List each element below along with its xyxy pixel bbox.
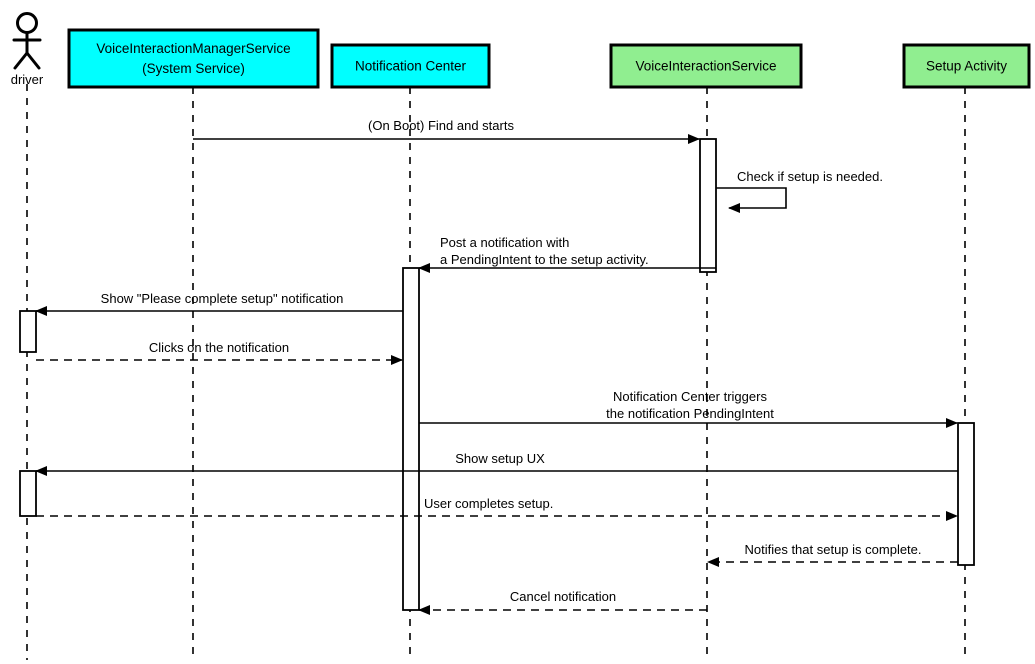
actor-stick-figure-icon <box>12 12 42 70</box>
message-label-msg-8: User completes setup. <box>424 496 553 511</box>
participant-box-vis[interactable] <box>609 43 803 89</box>
activation-bar-driver <box>19 470 37 517</box>
participant-label-notification_center: Notification Center <box>355 59 467 74</box>
message-label-msg-9: Notifies that setup is complete. <box>744 542 921 557</box>
participant-header-driver[interactable]: driver <box>11 12 44 88</box>
message-msg-6[interactable]: Notification Center triggers the notifica… <box>419 389 958 428</box>
participant-box-setup_activity[interactable] <box>902 43 1031 89</box>
participant-box-notification_center[interactable] <box>330 43 491 89</box>
participant-label-setup_activity: Setup Activity <box>926 59 1007 74</box>
message-msg-4[interactable]: Show "Please complete setup" notificatio… <box>35 291 403 316</box>
participant-box-vims[interactable] <box>67 28 320 89</box>
participant-header-setup_activity[interactable]: Setup Activity <box>902 43 1031 89</box>
message-label-msg-2: Check if setup is needed. <box>737 169 883 184</box>
activation-bar-driver <box>19 310 37 353</box>
message-msg-1[interactable]: (On Boot) Find and starts <box>193 118 700 144</box>
message-label-msg-7: Show setup UX <box>455 451 545 466</box>
message-msg-2[interactable]: Check if setup is needed. <box>716 169 883 213</box>
message-label-msg-6-line1: Notification Center triggers <box>613 389 767 404</box>
message-msg-7[interactable]: Show setup UX <box>35 451 958 476</box>
message-label-msg-3-line2: a PendingIntent to the setup activity. <box>440 252 649 267</box>
message-label-msg-1: (On Boot) Find and starts <box>368 118 514 133</box>
participant-label-vims-line2: (System Service) <box>142 61 245 76</box>
participant-header-vis[interactable]: VoiceInteractionService <box>609 43 803 89</box>
message-msg-8[interactable]: User completes setup. <box>36 496 958 521</box>
activation-bar-notification_center <box>402 267 420 611</box>
message-msg-9[interactable]: Notifies that setup is complete. <box>707 542 958 567</box>
message-msg-10[interactable]: Cancel notification <box>418 589 707 615</box>
message-label-msg-4: Show "Please complete setup" notificatio… <box>101 291 344 306</box>
activation-bar-setup_activity <box>957 422 975 566</box>
message-msg-3[interactable]: Post a notification with a PendingIntent … <box>418 235 716 273</box>
participant-label-vis: VoiceInteractionService <box>635 59 776 74</box>
activation-bars-layer <box>19 138 975 611</box>
participant-header-vims[interactable]: VoiceInteractionManagerService (System Se… <box>67 28 320 89</box>
message-msg-5[interactable]: Clicks on the notification <box>36 340 403 365</box>
message-label-msg-5: Clicks on the notification <box>149 340 289 355</box>
participant-header-notification_center[interactable]: Notification Center <box>330 43 491 89</box>
participant-label-driver: driver <box>11 72 44 87</box>
activation-bar-vis <box>699 138 717 273</box>
message-label-msg-3-line1: Post a notification with <box>440 235 569 250</box>
message-line-msg-2 <box>716 187 787 213</box>
participant-label-vims-line1: VoiceInteractionManagerService <box>96 41 290 56</box>
message-label-msg-10: Cancel notification <box>510 589 616 604</box>
participant-headers-layer: driver VoiceInteractionManagerService (Sys… <box>11 12 1031 89</box>
message-label-msg-6-line2: the notification PendingIntent <box>606 406 774 421</box>
